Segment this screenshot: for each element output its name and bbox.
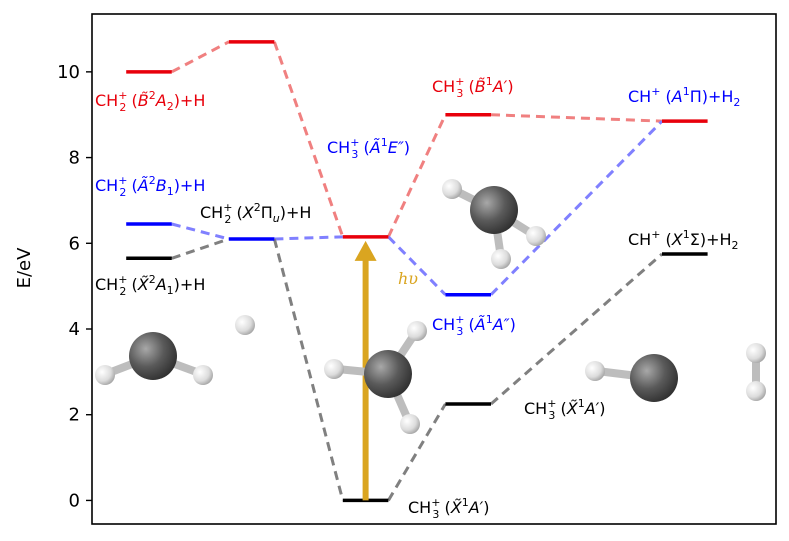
label-ch-X: CH+ (X1Σ)+H2 <box>628 228 739 252</box>
connector-ch2_Pi-ch3_E <box>274 235 343 241</box>
y-tick-label-4: 4 <box>69 319 80 340</box>
connector-ch3_E-ch3_App <box>387 235 447 296</box>
connector-ch2_Pi-ch3_X0 <box>272 238 345 501</box>
label-ch2-X: CH+2 (X̃2A1)+H <box>95 273 205 298</box>
y-tick-label-0: 0 <box>69 490 80 511</box>
connector-ch3_Bp-ch_A <box>490 113 663 123</box>
label-ch3-App: CH+3 (Ã1A″) <box>432 313 516 338</box>
arrow-head <box>354 240 377 261</box>
ch3-plus-molecule-upper <box>442 179 546 269</box>
y-axis-label: E/eV <box>14 247 35 289</box>
connector-ch3_App-ch_A <box>489 120 664 296</box>
label-ch2-Pi: CH+2 (X2Πu)+H <box>200 201 311 226</box>
y-tick-label-6: 6 <box>69 233 80 254</box>
connector-top_red-ch3_E <box>272 41 345 238</box>
energy-levels <box>126 40 708 503</box>
label-ch2-A: CH+2 (Ã2B1)+H <box>95 174 205 199</box>
connector-ch2_B-top_red <box>171 40 230 74</box>
ch3-plus-molecule-center <box>324 321 427 434</box>
y-tick-label-2: 2 <box>69 405 80 426</box>
y-tick-label-8: 8 <box>69 148 80 169</box>
connector-ch2_X-ch2_Pi <box>171 237 230 260</box>
connection-lines <box>171 40 664 502</box>
connector-ch2_A-ch2_Pi <box>171 222 230 241</box>
ch-plus-h2-molecule <box>585 343 766 402</box>
connector-ch3_E-ch3_Bp <box>387 114 447 238</box>
connector-ch3_X0-ch3_X2 <box>387 403 447 502</box>
label-ch3-X0: CH+3 (X̃1A′) <box>408 496 490 521</box>
connector-ch3_X2-ch_X <box>490 252 663 406</box>
label-ch-A: CH+ (A1Π)+H2 <box>628 85 740 109</box>
label-ch2-B: CH+2 (B̃2A2)+H <box>95 89 205 114</box>
y-axis: 0 2 4 6 8 10 <box>57 62 92 511</box>
photon-label: hυ <box>398 269 418 288</box>
label-ch3-X2: CH+3 (X̃1A′) <box>524 397 606 422</box>
plot-frame <box>91 13 777 525</box>
label-ch3-Bp: CH+3 (B̃1A′) <box>432 75 514 100</box>
y-tick-label-10: 10 <box>57 62 80 83</box>
ch2-plus-h-molecule <box>95 315 255 385</box>
label-ch3-E: CH+3 (Ã1E″) <box>327 136 410 161</box>
